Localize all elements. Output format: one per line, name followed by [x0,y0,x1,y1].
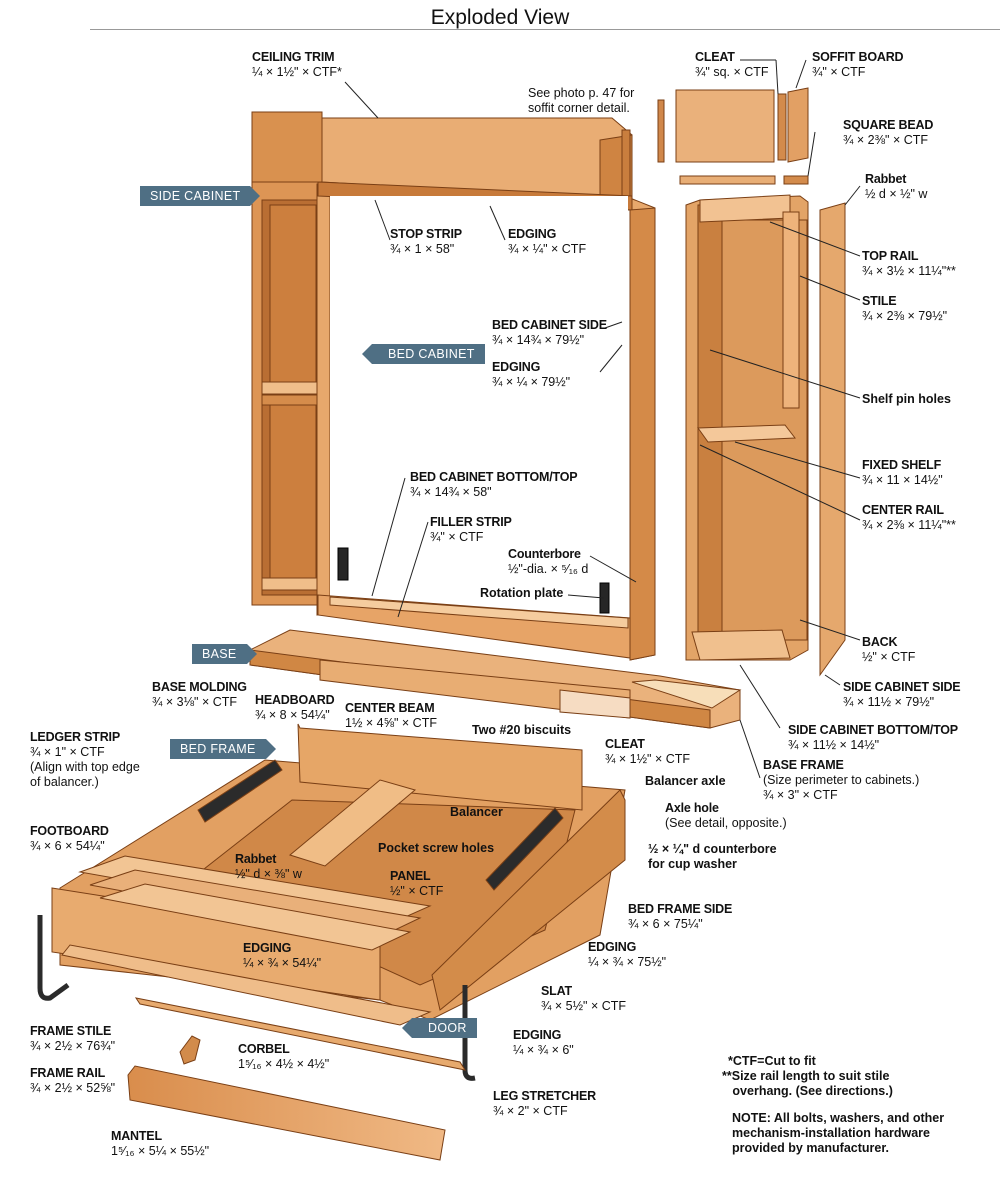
label-axle-hole: Axle hole(See detail, opposite.) [665,801,787,830]
label-base-frame: BASE FRAME(Size perimeter to cabinets.) … [763,758,920,802]
label-soffit-note: See photo p. 47 for soffit corner detail… [528,86,635,115]
label-shelf-pin-holes: Shelf pin holes [862,392,951,406]
diagram-title: Exploded View [430,6,570,29]
label-biscuits: Two #20 biscuits [472,723,572,737]
bed-cabinet-drawing [251,111,656,661]
note-rail: **Size rail length to suit stile overhan… [722,1069,893,1098]
label-balancer-axle: Balancer axle [645,774,726,788]
side-cabinet-drawing [657,87,846,677]
label-rotation-plate: Rotation plate [480,586,564,600]
title-rule [90,29,1000,30]
label-pocket-screw-holes: Pocket screw holes [378,841,495,855]
note-ctf: *CTF=Cut to fit [728,1054,816,1068]
note-hardware: NOTE: All bolts, washers, and other mech… [732,1111,945,1155]
tag-side-cabinet: SIDE CABINET [140,186,261,206]
mantel-drawing [127,997,467,1161]
tag-door: DOOR [402,1018,477,1038]
notes: *CTF=Cut to fit **Size rail length to su… [722,1054,944,1156]
leader-lines [344,59,861,779]
label-balancer: Balancer [450,805,503,819]
tag-bed-frame: BED FRAME [170,739,276,759]
label-cup-washer: ½ × ¼" d counterbore for cup washer [648,842,777,871]
tag-base: BASE [192,644,257,664]
tag-bed-cabinet: BED CABINET [362,344,485,364]
base-drawing [249,629,742,729]
